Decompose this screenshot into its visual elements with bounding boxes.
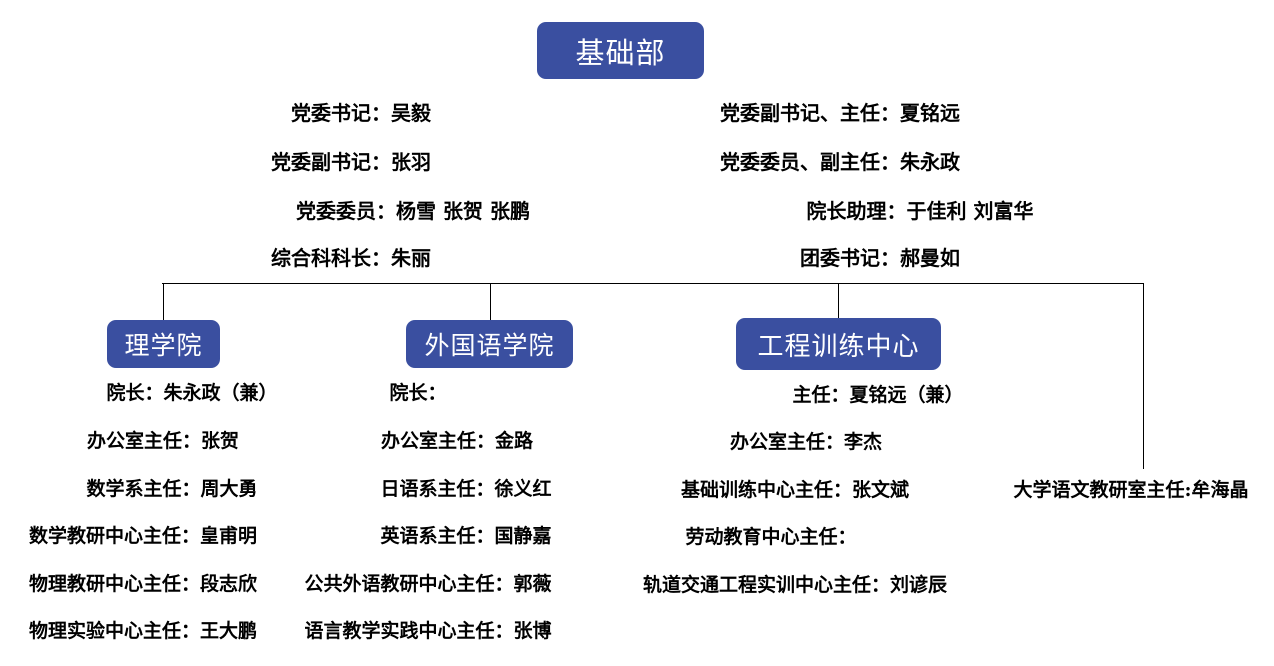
science-staff-line-3: 数学系主任：周大勇 [86, 478, 258, 500]
foreign-staff-line-3: 日语系主任：徐义红 [380, 478, 552, 500]
org-node-science-college[interactable]: 理学院 [107, 320, 220, 368]
engineering-staff-line-5: 轨道交通工程实训中心主任：刘谚辰 [642, 574, 948, 596]
science-staff-line-1: 院长：朱永政（兼） [106, 382, 278, 404]
leadership-right-line-4: 团委书记：郝曼如 [800, 246, 960, 270]
connector-drop-chinese-teaching-office [1143, 283, 1144, 469]
science-staff-line-5: 物理教研中心主任：段志欣 [28, 573, 258, 595]
science-staff-line-4: 数学教研中心主任：皇甫明 [28, 525, 258, 547]
leadership-left-line-4: 综合科科长：朱丽 [271, 246, 431, 270]
connector-drop-science [163, 283, 164, 321]
org-node-foreign-languages-college[interactable]: 外国语学院 [406, 320, 573, 368]
org-node-engineering-training-center[interactable]: 工程训练中心 [736, 318, 941, 370]
connector-drop-engineering [838, 283, 839, 319]
engineering-staff-line-1: 主任：夏铭远（兼） [792, 384, 964, 406]
connector-horizontal-bus [162, 283, 1144, 284]
leadership-right-line-2: 党委委员、副主任：朱永政 [720, 150, 960, 174]
foreign-staff-line-6: 语言教学实践中心主任：张博 [304, 620, 552, 642]
leadership-right-line-3: 院长助理：于佳利 刘富华 [806, 199, 1034, 223]
foreign-staff-line-5: 公共外语教研中心主任：郭薇 [304, 573, 552, 595]
foreign-staff-line-1: 院长： [389, 382, 447, 404]
engineering-staff-line-3: 基础训练中心主任：张文斌 [680, 479, 910, 501]
science-staff-line-2: 办公室主任：张贺 [86, 430, 240, 452]
engineering-staff-line-2: 办公室主任：李杰 [729, 431, 883, 453]
connector-drop-foreign-languages [490, 283, 491, 321]
leadership-left-line-1: 党委书记：吴毅 [291, 101, 431, 125]
chinese-teaching-office-line: 大学语文教研室主任:牟海晶 [1013, 479, 1249, 501]
leadership-right-line-1: 党委副书记、主任：夏铭远 [720, 101, 960, 125]
engineering-staff-line-4: 劳动教育中心主任： [685, 526, 857, 548]
foreign-staff-line-2: 办公室主任：金路 [380, 430, 534, 452]
org-node-root[interactable]: 基础部 [537, 22, 704, 79]
leadership-left-line-2: 党委副书记：张羽 [271, 150, 431, 174]
science-staff-line-6: 物理实验中心主任：王大鹏 [28, 620, 258, 642]
foreign-staff-line-4: 英语系主任：国静嘉 [380, 525, 552, 547]
leadership-left-line-3: 党委委员：杨雪 张贺 张鹏 [296, 199, 530, 223]
